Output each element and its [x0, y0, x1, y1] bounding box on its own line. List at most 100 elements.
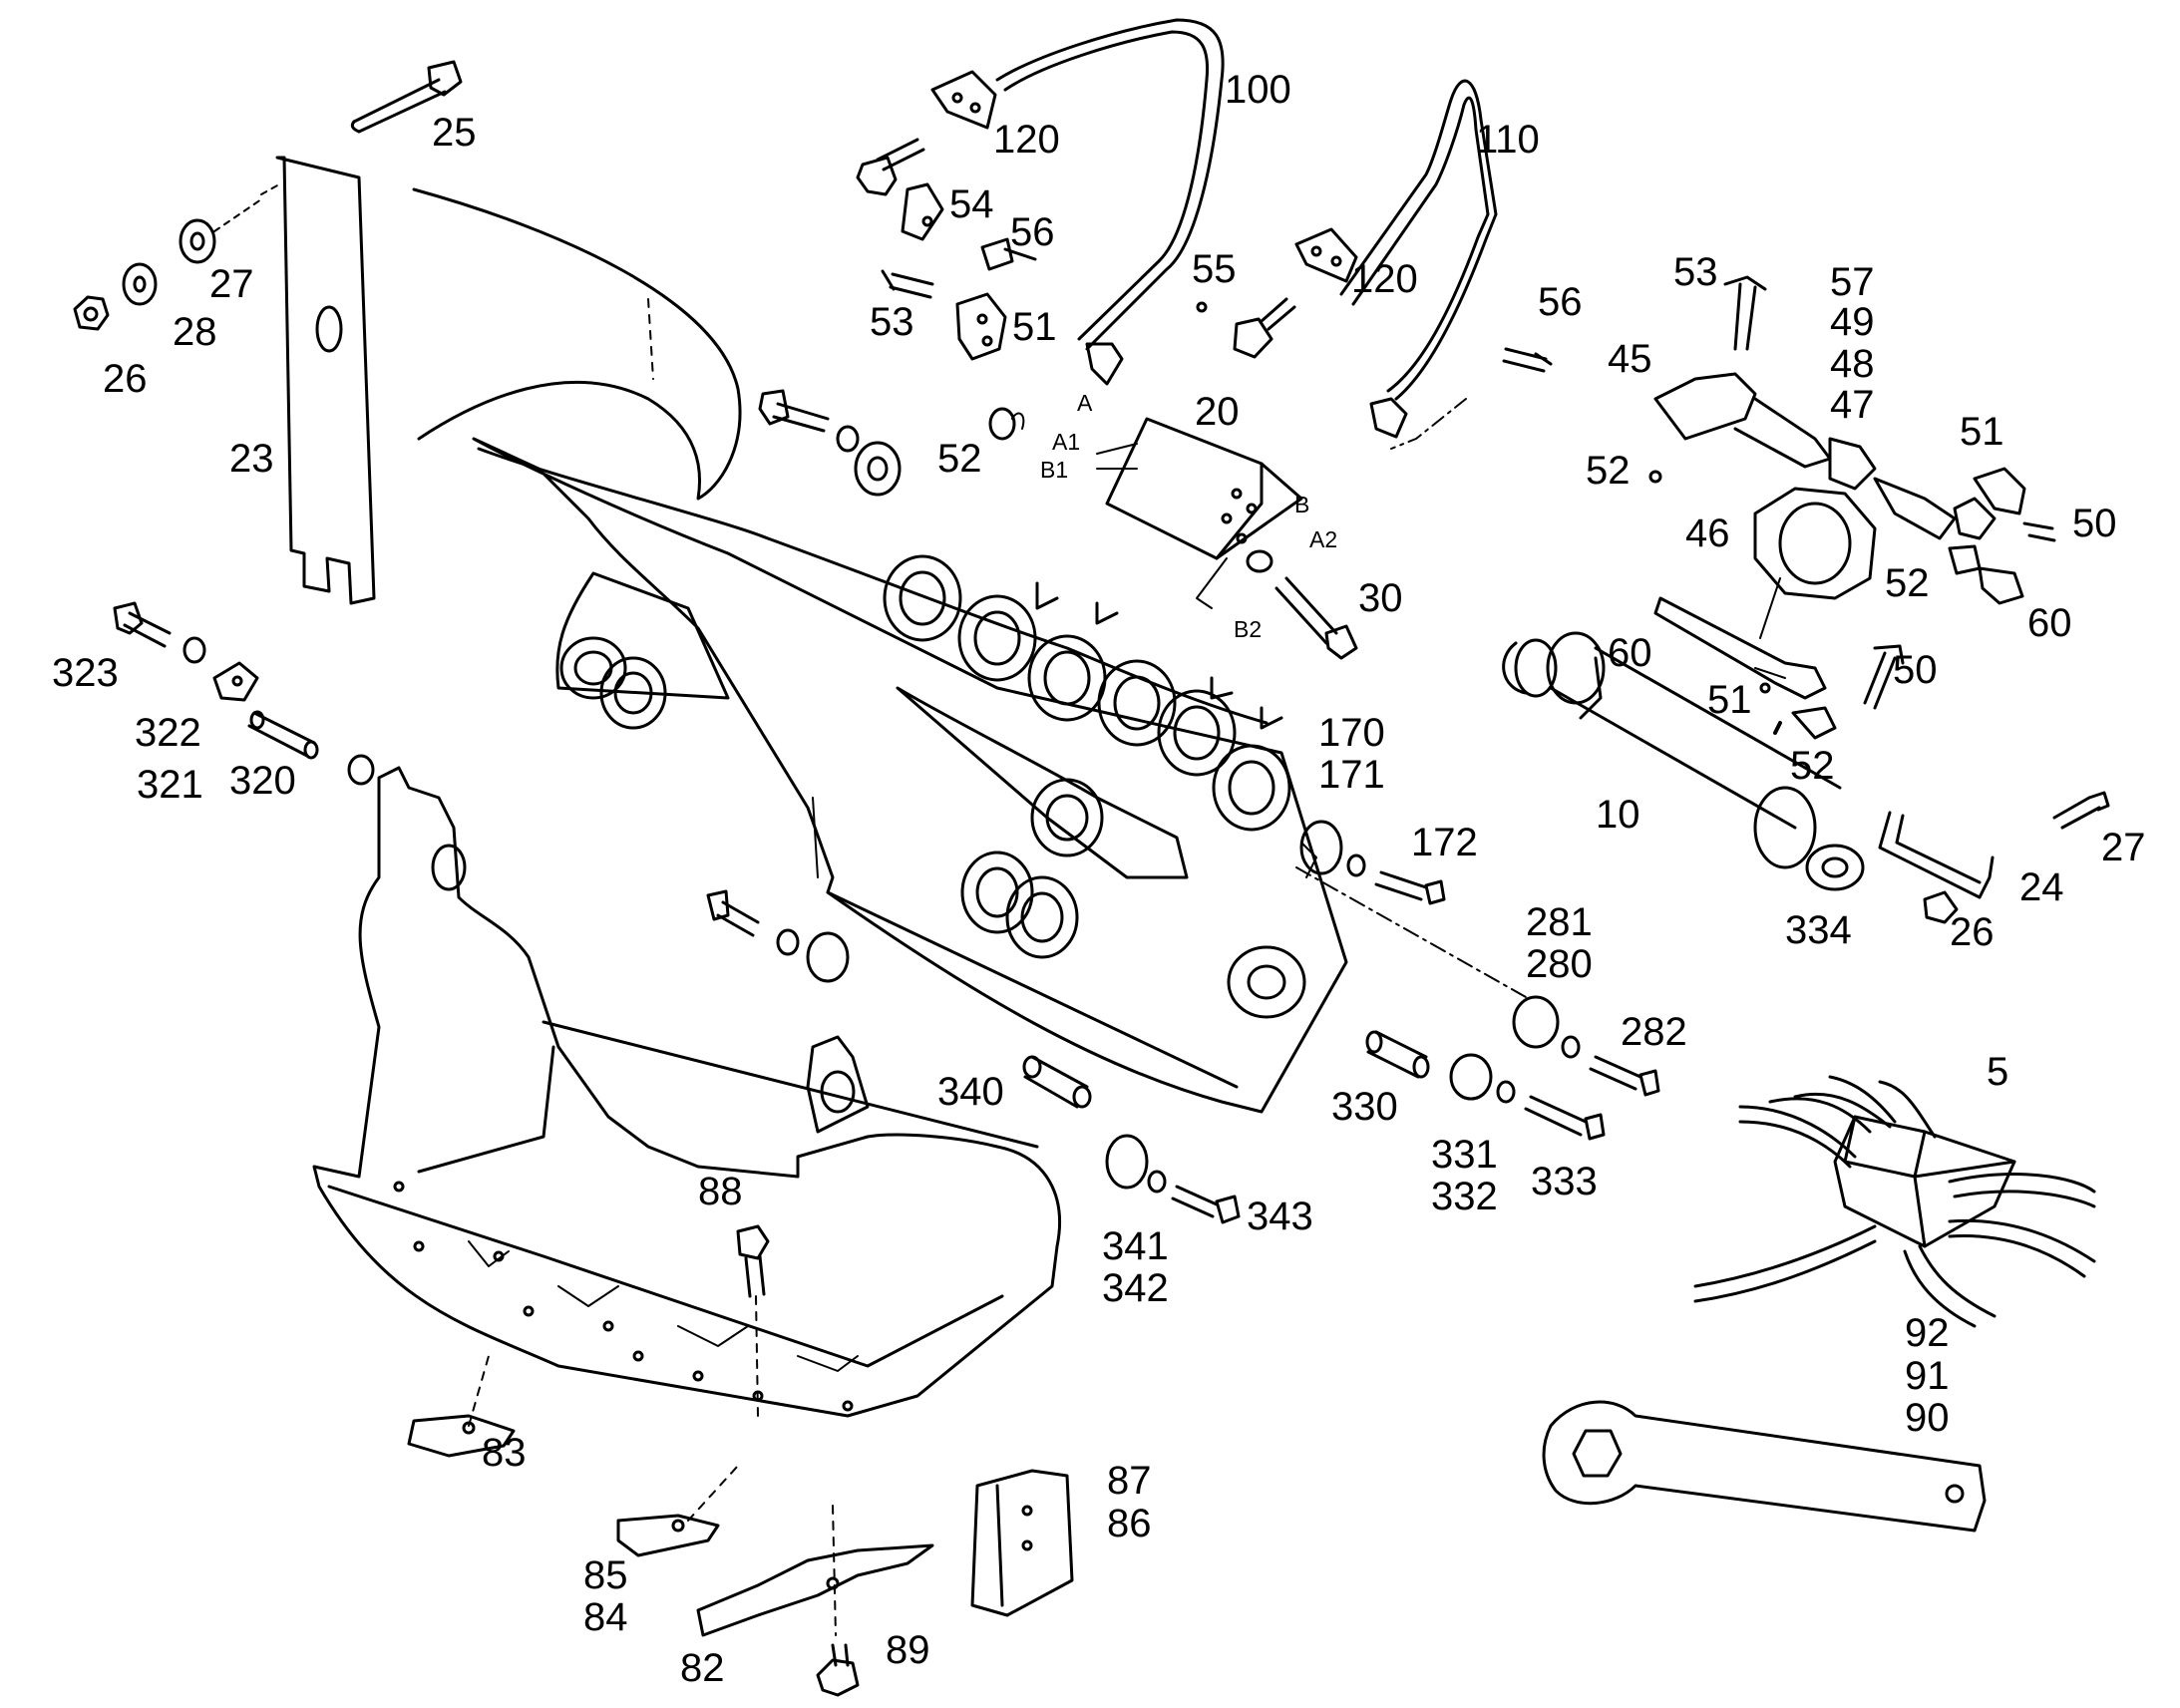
part-label-52-c: 52: [1885, 561, 1930, 605]
part-label-85: 85: [583, 1553, 628, 1597]
bolt-88: [736, 1224, 770, 1417]
part-label-5: 5: [1987, 1050, 2009, 1094]
part-label-26-b: 26: [1950, 910, 1995, 954]
part-label-281: 281: [1526, 900, 1593, 944]
part-label-25: 25: [432, 111, 477, 155]
part-label-52-b: 52: [1586, 449, 1631, 493]
port-label-B: B: [1294, 492, 1310, 517]
part-label-120-b: 120: [1351, 257, 1418, 301]
wrench: [1542, 1400, 1987, 1533]
part-label-320: 320: [229, 759, 296, 803]
part-label-342: 342: [1102, 1266, 1169, 1310]
part-label-82: 82: [680, 1646, 725, 1690]
part-label-45: 45: [1608, 337, 1652, 381]
part-label-51-a: 51: [1012, 305, 1057, 349]
part-label-83: 83: [482, 1431, 527, 1475]
part-label-52-d: 52: [1790, 744, 1835, 788]
part-label-47: 47: [1830, 383, 1875, 427]
part-label-60-b: 60: [1608, 631, 1652, 675]
port-label-A1: A1: [1052, 429, 1081, 455]
fitting-55: [1196, 297, 1296, 359]
part-label-88: 88: [698, 1170, 743, 1213]
hose-clamps: [930, 70, 1358, 283]
fasteners-left: [73, 198, 262, 331]
bracket-46: [1753, 487, 1877, 600]
bolts-valve: [758, 347, 1553, 660]
side-plate: [260, 156, 376, 605]
part-label-110: 110: [1476, 118, 1540, 162]
part-label-322: 322: [135, 711, 201, 755]
part-label-92: 92: [1905, 1311, 1950, 1355]
port-label-B1: B1: [1040, 457, 1069, 483]
part-label-56-b: 56: [1538, 280, 1583, 324]
part-label-57: 57: [1830, 260, 1875, 304]
part-label-52-a: 52: [937, 437, 982, 481]
part-label-27-a: 27: [209, 262, 254, 306]
part-label-330: 330: [1331, 1085, 1398, 1129]
part-label-28: 28: [173, 310, 217, 354]
part-label-332: 332: [1431, 1175, 1498, 1218]
port-label-A2: A2: [1309, 526, 1338, 552]
part-label-46: 46: [1685, 512, 1730, 555]
fittings-left: [856, 138, 1037, 361]
part-label-53-b: 53: [1673, 250, 1718, 294]
part-label-60-a: 60: [2027, 601, 2072, 645]
port-label-A: A: [1077, 390, 1093, 416]
part-label-282: 282: [1621, 1010, 1687, 1054]
part-label-84: 84: [583, 1595, 628, 1639]
part-label-50-a: 50: [2072, 502, 2117, 545]
hoses: [995, 18, 1498, 439]
right-hardware: [1878, 791, 2110, 924]
curved-guard: [412, 187, 742, 501]
part-label-89: 89: [886, 1628, 930, 1672]
part-label-90: 90: [1905, 1396, 1950, 1440]
part-label-50-b: 50: [1893, 648, 1938, 692]
pin-group-left: [113, 601, 375, 786]
part-label-170: 170: [1318, 711, 1385, 755]
part-label-323: 323: [52, 651, 119, 695]
part-label-49: 49: [1830, 300, 1875, 344]
hydraulic-cylinder: [1502, 577, 1905, 891]
bolt: [350, 60, 463, 134]
part-label-24: 24: [2019, 865, 2064, 909]
part-label-30: 30: [1358, 576, 1403, 620]
wear-pads: [407, 1355, 934, 1697]
part-label-54: 54: [949, 182, 994, 226]
part-label-51-b: 51: [1960, 410, 2004, 454]
part-label-20: 20: [1195, 390, 1240, 434]
valve-block: [1096, 417, 1303, 609]
side-blade: [970, 1469, 1074, 1617]
part-label-56-a: 56: [1010, 210, 1055, 254]
part-label-340: 340: [937, 1070, 1004, 1114]
part-label-333: 333: [1531, 1160, 1598, 1203]
part-label-100: 100: [1225, 68, 1291, 112]
part-label-171: 171: [1318, 753, 1385, 797]
part-label-87: 87: [1107, 1459, 1152, 1503]
part-label-280: 280: [1526, 942, 1593, 986]
part-label-86: 86: [1107, 1502, 1152, 1545]
part-label-341: 341: [1102, 1224, 1169, 1268]
fittings-right: [1648, 275, 2056, 605]
pins-right: [706, 820, 1660, 1224]
main-frame: [472, 437, 1348, 1114]
part-label-10: 10: [1596, 793, 1640, 837]
part-label-55: 55: [1192, 247, 1237, 291]
port-label-B2: B2: [1234, 616, 1263, 642]
part-label-172: 172: [1411, 821, 1478, 864]
part-label-51-c: 51: [1707, 678, 1752, 722]
part-label-343: 343: [1247, 1195, 1313, 1238]
part-label-23: 23: [229, 437, 274, 481]
bucket: [312, 766, 1061, 1418]
part-label-321: 321: [137, 763, 203, 807]
part-label-91: 91: [1905, 1354, 1950, 1398]
part-label-27-b: 27: [2101, 826, 2146, 869]
part-label-53-a: 53: [870, 300, 914, 344]
part-label-26-a: 26: [103, 357, 148, 401]
part-label-120-a: 120: [993, 118, 1060, 162]
part-label-48: 48: [1830, 342, 1875, 386]
part-label-331: 331: [1431, 1133, 1498, 1177]
control-valve-manifold: [1693, 1075, 2096, 1328]
part-label-334: 334: [1785, 908, 1852, 952]
